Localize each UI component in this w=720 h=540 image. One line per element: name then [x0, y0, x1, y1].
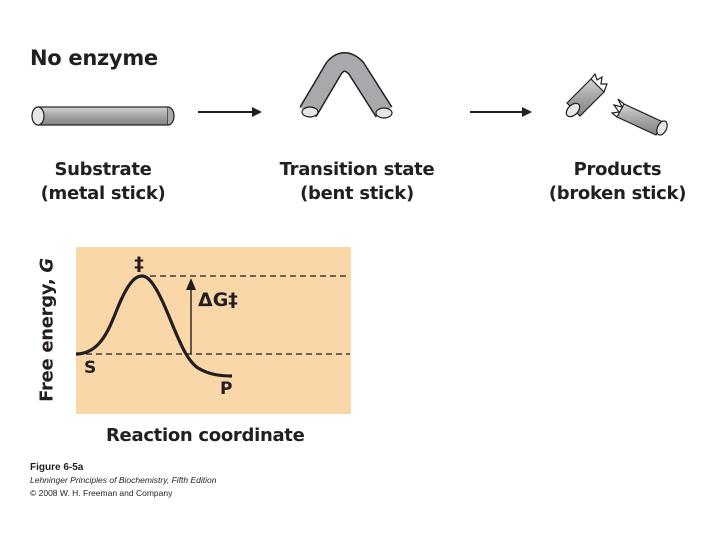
arrow-right-icon — [470, 107, 532, 117]
transition-state-marker: ‡ — [134, 253, 144, 275]
products-title: Products — [535, 158, 700, 182]
copyright-notice: © 2008 W. H. Freeman and Company — [30, 488, 172, 498]
delta-g-label: ΔG‡ — [198, 289, 238, 311]
products-subtitle: (broken stick) — [535, 182, 700, 206]
transition-state-label: Transition state (bent stick) — [262, 158, 452, 206]
substrate-label: Substrate (metal stick) — [18, 158, 188, 206]
straight-stick-icon — [32, 107, 174, 125]
broken-stick-icon — [564, 74, 669, 137]
y-axis-label: Free energy, G — [37, 258, 58, 402]
substrate-marker: S — [84, 358, 96, 378]
substrate-title: Substrate — [18, 158, 188, 182]
arrow-right-icon — [198, 107, 262, 117]
transition-state-subtitle: (bent stick) — [262, 182, 452, 206]
y-axis-label-text: Free energy, — [37, 279, 58, 402]
energy-plot-panel — [76, 247, 351, 414]
bent-stick-icon — [302, 62, 392, 118]
book-title: Lehninger Principles of Biochemistry, Fi… — [30, 475, 216, 485]
figure-number: Figure 6-5a — [30, 462, 83, 473]
substrate-subtitle: (metal stick) — [18, 182, 188, 206]
x-axis-label: Reaction coordinate — [106, 425, 305, 446]
transition-state-title: Transition state — [262, 158, 452, 182]
products-label: Products (broken stick) — [535, 158, 700, 206]
y-axis-variable: G — [37, 258, 58, 272]
product-marker: P — [220, 379, 232, 399]
